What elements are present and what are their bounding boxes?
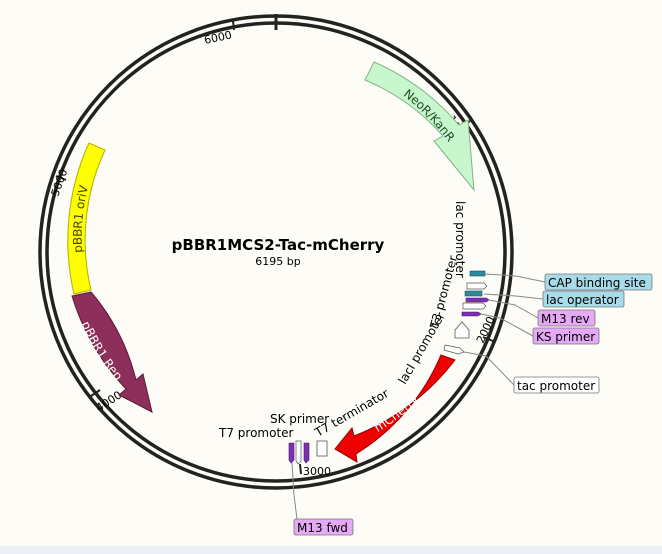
lac-operator-mark[interactable] — [464, 290, 483, 297]
callout-m13-rev-box — [537, 309, 596, 327]
t7-terminator-mark[interactable] — [316, 440, 328, 457]
callout-lac-operator-text: lac operator — [546, 293, 619, 307]
t7-promoter-label: T7 promoter — [218, 426, 294, 440]
pbbr1-rep-shape — [71, 291, 153, 413]
tick-mark-4000 — [90, 389, 101, 397]
neor-kanr-arrow[interactable]: NeoR/KanR — [364, 61, 475, 192]
callout-cap-binding-site[interactable]: CAP binding site — [544, 273, 653, 291]
callout-m13-rev-text: M13 rev — [541, 312, 590, 326]
cap-binding-site-mark[interactable] — [469, 270, 486, 277]
callout-ks-primer-box — [532, 327, 600, 345]
plasmid-name: pBBR1MCS2-Tac-mCherry — [172, 236, 385, 254]
callout-m13-rev[interactable]: M13 rev — [537, 309, 596, 327]
laci-promoter-mark[interactable] — [454, 321, 470, 339]
callout-m13-fwd-box — [293, 518, 354, 536]
backbone — [38, 14, 514, 490]
lac-promoter-mark[interactable] — [466, 282, 488, 290]
m13-fwd-leader — [291, 462, 298, 520]
tac-promoter-mark[interactable] — [443, 344, 465, 355]
sk-primer-mark[interactable] — [303, 442, 310, 464]
m13-rev-mark[interactable] — [465, 297, 490, 303]
callout-ks-primer-text: KS primer — [536, 330, 595, 344]
callout-lac-operator-box — [542, 290, 625, 308]
m13-rev-leader — [488, 299, 539, 319]
bottom-strip — [0, 546, 662, 554]
t3-promoter-mark[interactable] — [462, 302, 487, 310]
tick-label-3000: 3000 — [303, 465, 331, 478]
tac-promoter-leader — [463, 351, 515, 386]
leader-lines — [291, 273, 546, 520]
t7-promoter-mark[interactable] — [295, 440, 302, 465]
callout-m13-fwd-text: M13 fwd — [297, 521, 348, 535]
neor-kanr-shape — [364, 61, 475, 192]
callout-tac-promoter[interactable]: tac promoter — [513, 376, 600, 394]
callout-lac-operator[interactable]: lac operator — [542, 290, 625, 308]
tick-label-5000: 5000 — [49, 167, 71, 198]
lac-promoter-label: lac promoter — [453, 201, 467, 278]
plasmid-length: 6195 bp — [255, 255, 300, 268]
lac-operator-leader — [483, 293, 544, 300]
tick-mark-3000 — [299, 463, 302, 475]
cap-binding-site-leader — [484, 273, 546, 283]
ks-primer-mark[interactable] — [461, 311, 482, 317]
tick-mark-5000 — [55, 175, 67, 181]
pbbr1-oriv-shape — [67, 142, 106, 295]
tick-mark-2000 — [482, 336, 494, 342]
sk-primer-label: SK primer — [270, 412, 329, 426]
callout-tac-promoter-box — [513, 376, 600, 394]
callout-m13-fwd[interactable]: M13 fwd — [293, 518, 354, 536]
mcherry-shape — [334, 354, 456, 463]
tick-label-6000: 6000 — [203, 28, 233, 47]
ks-primer-leader — [480, 313, 534, 337]
callout-ks-primer[interactable]: KS primer — [532, 327, 600, 345]
callout-tac-promoter-text: tac promoter — [517, 379, 595, 393]
tick-mark-6000 — [232, 20, 235, 31]
callout-cap-binding-site-box — [544, 273, 653, 291]
pbbr1-oriv-arrow[interactable]: pBBR1 oriV — [67, 142, 106, 295]
m13-fwd-mark[interactable] — [288, 442, 295, 464]
small-features — [288, 270, 490, 465]
callout-cap-binding-site-text: CAP binding site — [548, 276, 646, 290]
